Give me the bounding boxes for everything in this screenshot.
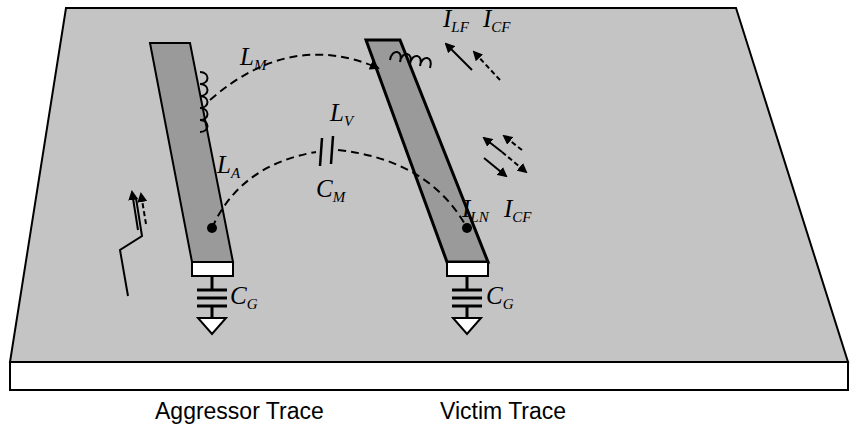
- symbol-label: ICF: [504, 196, 532, 225]
- inductor-coil: [200, 52, 431, 132]
- victim-trace: [366, 40, 488, 262]
- symbol-label: ICF: [483, 6, 511, 35]
- symbol-label: ILN: [462, 196, 489, 225]
- current-arrow: [484, 138, 502, 152]
- symbol-label: LA: [217, 152, 240, 181]
- signal-arrow: [141, 194, 146, 224]
- ground-capacitor: [197, 276, 482, 334]
- board-edge: [10, 362, 848, 390]
- trace-end: [192, 262, 233, 276]
- symbol-label: CM: [316, 176, 345, 205]
- coupling-path: [212, 152, 316, 228]
- trace-caption: Aggressor Trace: [155, 400, 324, 423]
- signal-arrow: [132, 192, 138, 230]
- symbol-label: LV: [330, 100, 353, 129]
- symbol-label: ILF: [443, 6, 469, 35]
- current-arrow: [504, 136, 522, 150]
- coupling-path: [338, 150, 467, 228]
- pcb-board: [10, 8, 848, 362]
- trace-end: [447, 262, 488, 276]
- current-arrow: [446, 44, 472, 70]
- step-signal: [120, 198, 142, 296]
- current-arrow: [474, 52, 500, 80]
- symbol-label: CG: [486, 283, 514, 312]
- capacitor-symbol: [320, 136, 333, 166]
- symbol-label: CG: [230, 283, 258, 312]
- current-arrow: [502, 152, 526, 172]
- symbol-label: LM: [240, 44, 266, 73]
- mutual-inductance-arc: [210, 55, 378, 100]
- current-arrow: [484, 158, 506, 176]
- trace-caption: Victim Trace: [440, 400, 566, 423]
